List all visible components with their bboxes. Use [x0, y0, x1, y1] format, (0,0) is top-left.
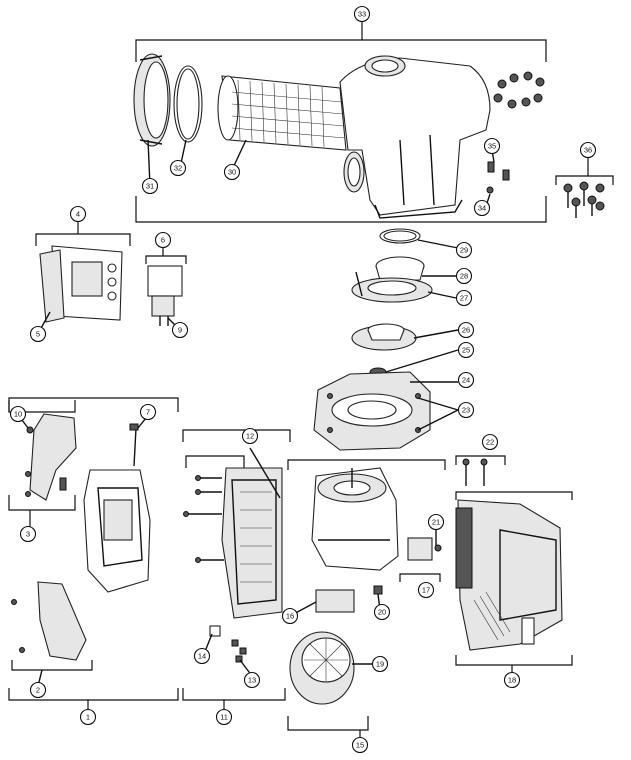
- callout-22: 22: [481, 433, 499, 451]
- callout-29: 29: [455, 241, 473, 259]
- strainer-basket: [221, 75, 347, 151]
- svg-text:1: 1: [86, 713, 90, 722]
- svg-text:9: 9: [178, 326, 182, 335]
- svg-text:27: 27: [460, 294, 468, 303]
- callout-23: 23: [457, 401, 475, 419]
- callout-34: 34: [473, 199, 491, 217]
- callout-21: 21: [427, 513, 445, 531]
- svg-text:7: 7: [146, 408, 150, 417]
- svg-text:15: 15: [356, 741, 364, 750]
- svg-text:14: 14: [198, 652, 206, 661]
- svg-text:13: 13: [248, 676, 256, 685]
- svg-text:2: 2: [36, 686, 40, 695]
- callout-4: 4: [69, 205, 87, 223]
- svg-text:36: 36: [584, 146, 592, 155]
- connector-assembly: [147, 265, 183, 326]
- screw-set: [563, 181, 605, 218]
- callout-36: 36: [579, 141, 597, 159]
- callout-31: 31: [141, 177, 159, 195]
- svg-text:17: 17: [422, 586, 430, 595]
- callout-24: 24: [457, 371, 475, 389]
- callout-32: 32: [169, 159, 187, 177]
- svg-text:21: 21: [432, 518, 440, 527]
- cover-2: [37, 581, 87, 661]
- svg-text:12: 12: [246, 432, 254, 441]
- clip-14: [209, 625, 221, 637]
- svg-text:26: 26: [462, 326, 470, 335]
- pump-housing-assembly: [133, 53, 605, 219]
- control-panel-assembly: [39, 245, 123, 323]
- svg-text:34: 34: [478, 204, 486, 213]
- callout-5: 5: [29, 325, 47, 343]
- callout-27: 27: [455, 289, 473, 307]
- callout-35: 35: [483, 137, 501, 155]
- motor-cover-assembly: [455, 458, 563, 651]
- panel-cover: [39, 249, 65, 323]
- motor-cover: [457, 499, 563, 651]
- callout-18: 18: [503, 671, 521, 689]
- svg-text:5: 5: [36, 330, 40, 339]
- callout-12: 12: [241, 427, 259, 445]
- svg-text:28: 28: [460, 272, 468, 281]
- callout-13: 13: [243, 671, 261, 689]
- svg-text:18: 18: [508, 676, 516, 685]
- drive-cover: [29, 413, 77, 501]
- callout-16: 16: [281, 607, 299, 625]
- callout-19: 19: [371, 655, 389, 673]
- long-bolt: [133, 427, 137, 467]
- callout-14: 14: [193, 647, 211, 665]
- circuit-board: [221, 467, 283, 619]
- callout-20: 20: [373, 603, 391, 621]
- svg-text:4: 4: [76, 210, 80, 219]
- pump-housing: [339, 57, 491, 216]
- callout-26: 26: [457, 321, 475, 339]
- drive-cover-assembly: [11, 413, 151, 661]
- svg-text:10: 10: [14, 410, 22, 419]
- callout-2: 2: [29, 681, 47, 699]
- svg-text:16: 16: [286, 612, 294, 621]
- svg-text:3: 3: [26, 530, 30, 539]
- group-brackets: [8, 22, 614, 738]
- callout-15: 15: [351, 736, 369, 754]
- svg-text:31: 31: [146, 182, 154, 191]
- callout-9: 9: [171, 321, 189, 339]
- callout-7: 7: [139, 403, 157, 421]
- callout-17: 17: [417, 581, 435, 599]
- svg-text:35: 35: [488, 142, 496, 151]
- svg-text:6: 6: [161, 236, 165, 245]
- housing-bolts: [493, 71, 545, 109]
- svg-text:25: 25: [462, 346, 470, 355]
- circuit-board-assembly: [183, 467, 283, 663]
- svg-text:22: 22: [486, 438, 494, 447]
- terminal-block: [315, 589, 355, 613]
- svg-text:24: 24: [462, 376, 470, 385]
- callout-30: 30: [223, 163, 241, 181]
- svg-text:19: 19: [376, 660, 384, 669]
- svg-text:20: 20: [378, 608, 386, 617]
- callout-33: 33: [353, 5, 371, 23]
- callout-10: 10: [9, 405, 27, 423]
- svg-text:11: 11: [220, 713, 228, 722]
- svg-text:29: 29: [460, 246, 468, 255]
- center-stack: [313, 228, 433, 451]
- callout-3: 3: [19, 525, 37, 543]
- capacitor: [407, 537, 433, 561]
- callout-6: 6: [154, 231, 172, 249]
- callout-25: 25: [457, 341, 475, 359]
- callout-1: 1: [79, 708, 97, 726]
- motor-assembly: [289, 467, 442, 705]
- svg-text:33: 33: [358, 10, 366, 19]
- svg-text:30: 30: [228, 168, 236, 177]
- callout-28: 28: [455, 267, 473, 285]
- svg-text:32: 32: [174, 164, 182, 173]
- callout-11: 11: [215, 708, 233, 726]
- svg-text:23: 23: [462, 406, 470, 415]
- drain-plug: [487, 161, 495, 173]
